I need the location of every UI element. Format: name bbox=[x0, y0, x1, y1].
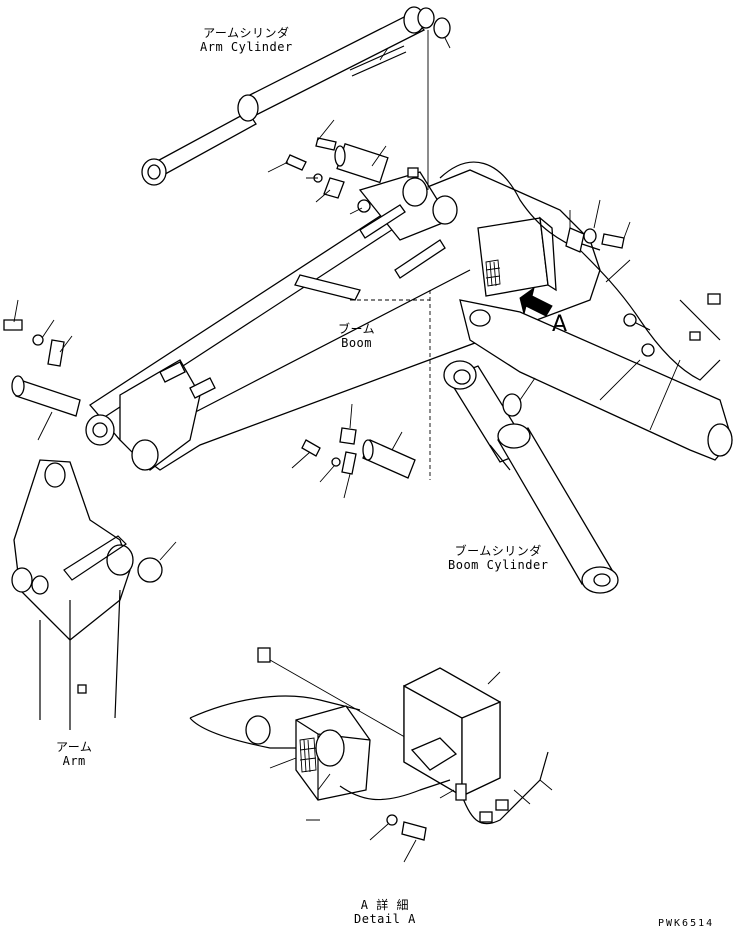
boom-cylinder bbox=[443, 360, 619, 594]
arm-label-en: Arm bbox=[62, 754, 86, 768]
arm-cylinder-label: アームシリンダ Arm Cylinder bbox=[200, 26, 293, 54]
boom-cylinder-label: ブームシリンダ Boom Cylinder bbox=[448, 544, 548, 572]
drawing-code: PWK6514 bbox=[658, 918, 715, 929]
arm-cylinder bbox=[141, 6, 451, 186]
view-arrow-icon bbox=[519, 286, 553, 317]
detail-a-label-en: Detail A bbox=[354, 912, 416, 926]
work-light-housing bbox=[477, 216, 557, 297]
boom-cylinder-label-jp: ブームシリンダ bbox=[454, 544, 542, 558]
boom bbox=[85, 169, 733, 480]
boom-cylinder-pin-set bbox=[291, 403, 416, 499]
boom-label-en: Boom bbox=[341, 336, 373, 350]
detail-a-label: A 詳 細 Detail A bbox=[354, 898, 416, 926]
detail-a-label-jp: A 詳 細 bbox=[360, 898, 409, 912]
arm-cylinder-label-en: Arm Cylinder bbox=[200, 40, 293, 54]
arm-cylinder-label-jp: アームシリンダ bbox=[203, 26, 290, 40]
boom-label-jp: ブーム bbox=[338, 322, 376, 336]
boom-cylinder-label-en: Boom Cylinder bbox=[448, 558, 549, 572]
arm-label: アーム Arm bbox=[56, 740, 92, 768]
boom-foot-pin-set bbox=[3, 299, 81, 441]
detail-a bbox=[189, 647, 553, 863]
view-marker-label: A bbox=[552, 312, 568, 337]
arm-cylinder-pin-set bbox=[267, 119, 389, 215]
boom-label: ブーム Boom bbox=[338, 322, 375, 350]
boom-wiring-harness bbox=[407, 161, 721, 431]
arm bbox=[11, 459, 177, 730]
arm-label-jp: アーム bbox=[56, 740, 93, 754]
label-leaders bbox=[379, 30, 451, 190]
